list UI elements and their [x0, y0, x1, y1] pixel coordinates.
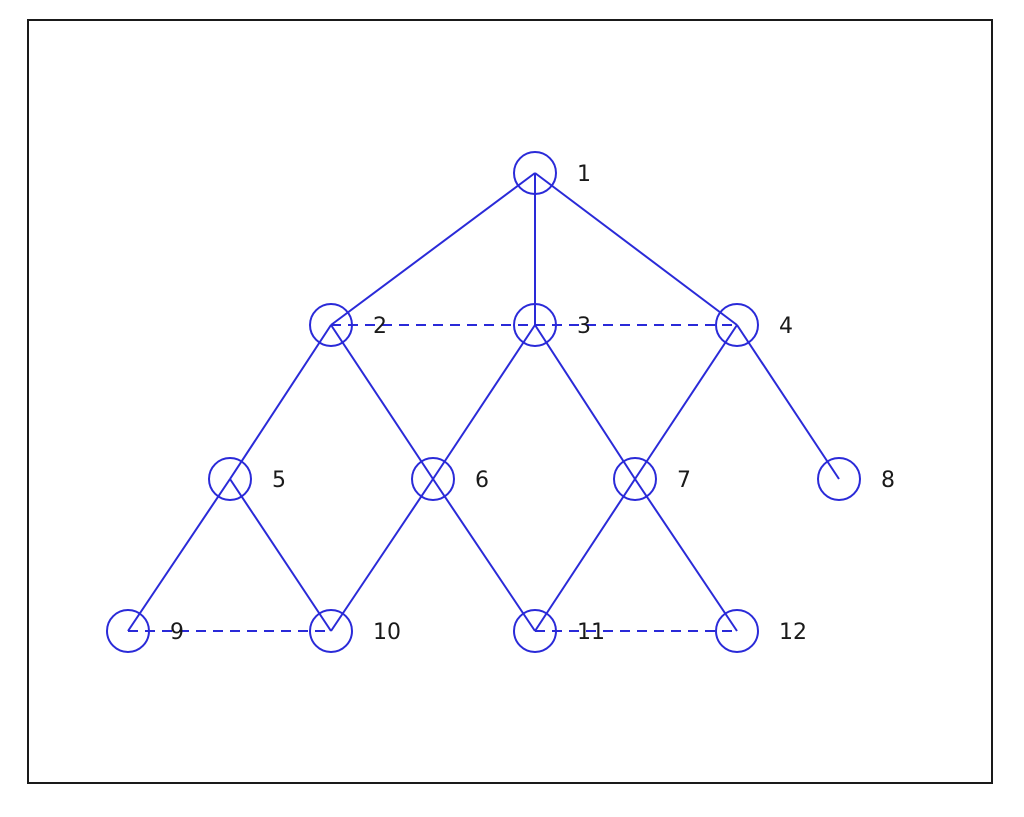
- node-label-6: 6: [475, 468, 489, 493]
- edge-4-7: [634, 324, 738, 480]
- edge-7-12: [634, 478, 738, 632]
- edge-1-2: [330, 172, 536, 326]
- node-label-4: 4: [779, 314, 793, 339]
- node-label-11: 11: [577, 620, 605, 645]
- node-label-7: 7: [677, 468, 691, 493]
- node-label-9: 9: [170, 620, 184, 645]
- edge-6-11: [432, 478, 536, 632]
- node-5: [208, 457, 252, 501]
- node-4: [715, 303, 759, 347]
- diagram-frame: [27, 19, 993, 784]
- edge-2-6: [330, 324, 434, 480]
- nodes-layer: [106, 151, 861, 653]
- edges-layer: [127, 172, 840, 632]
- node-label-10: 10: [373, 620, 401, 645]
- edge-4-8: [736, 324, 840, 480]
- edge-3-6: [432, 324, 536, 480]
- node-label-8: 8: [881, 468, 895, 493]
- node-11: [513, 609, 557, 653]
- node-3: [513, 303, 557, 347]
- node-2: [309, 303, 353, 347]
- node-8: [817, 457, 861, 501]
- edge-7-11: [534, 478, 636, 632]
- node-10: [309, 609, 353, 653]
- edge-1-4: [534, 172, 738, 326]
- node-label-12: 12: [779, 620, 807, 645]
- edge-3-7: [534, 324, 636, 480]
- node-6: [411, 457, 455, 501]
- node-1: [513, 151, 557, 195]
- node-label-1: 1: [577, 162, 591, 187]
- node-label-5: 5: [272, 468, 286, 493]
- edge-6-10: [330, 478, 434, 632]
- node-12: [715, 609, 759, 653]
- node-label-2: 2: [373, 314, 387, 339]
- node-7: [613, 457, 657, 501]
- edge-5-9: [127, 478, 231, 632]
- edge-5-10: [229, 478, 332, 632]
- node-9: [106, 609, 150, 653]
- edge-2-5: [229, 324, 332, 480]
- node-label-3: 3: [577, 314, 591, 339]
